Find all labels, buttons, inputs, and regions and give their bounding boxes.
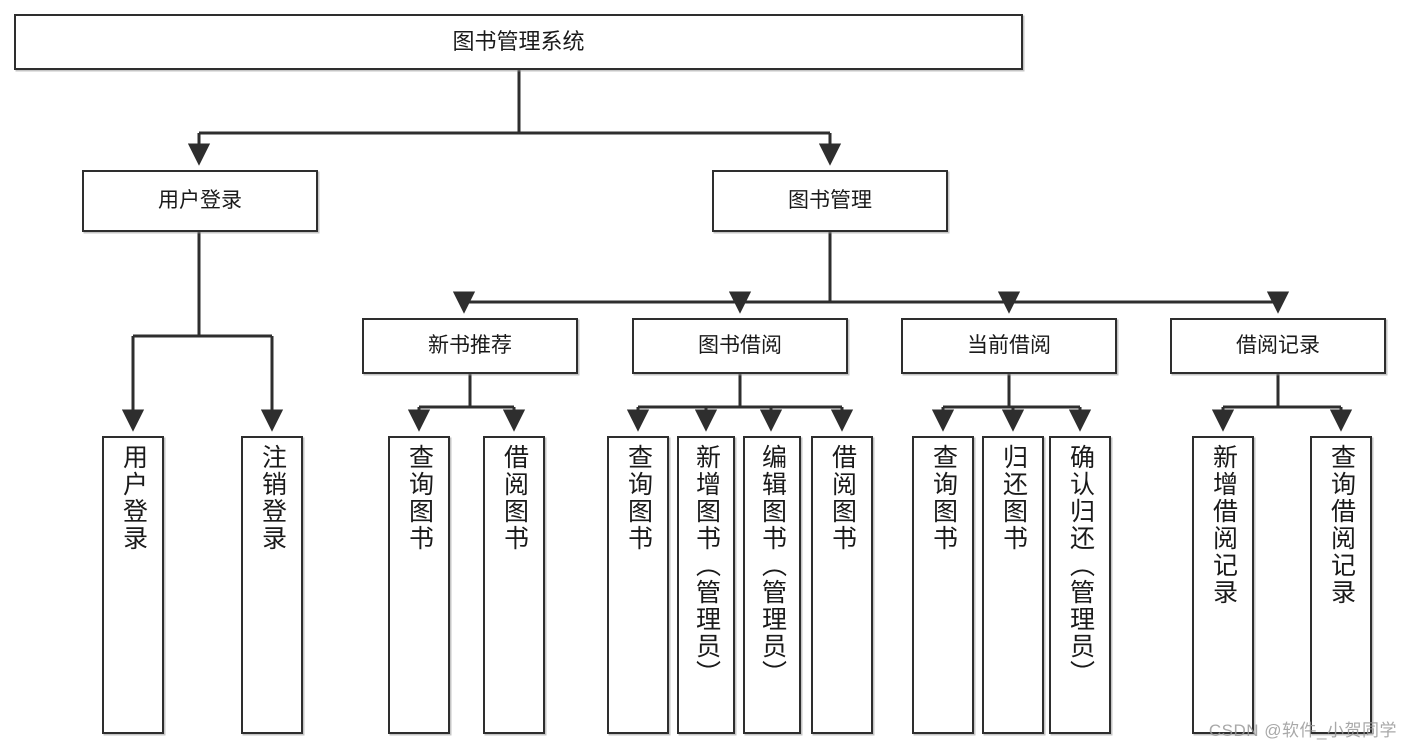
- node-label: 借阅图书: [828, 444, 857, 552]
- node-label: 新书推荐: [428, 333, 512, 357]
- node-label: 归还图书: [999, 444, 1028, 552]
- node-new-book-recommend[interactable]: 新书推荐: [362, 318, 578, 374]
- node-label: 用户登录: [158, 188, 242, 212]
- leaf-user-login-login[interactable]: 用户登录: [102, 436, 164, 734]
- node-label: 当前借阅: [967, 333, 1051, 357]
- node-label: 查询图书: [929, 444, 958, 552]
- leaf-borrow-query-book[interactable]: 查询图书: [607, 436, 669, 734]
- leaf-user-login-logout[interactable]: 注销登录: [241, 436, 303, 734]
- leaf-borrow-edit-book-admin[interactable]: 编辑图书（管理员）: [743, 436, 801, 734]
- node-root-system[interactable]: 图书管理系统: [14, 14, 1023, 70]
- node-label: 查询图书: [624, 444, 653, 552]
- node-borrow-record[interactable]: 借阅记录: [1170, 318, 1386, 374]
- node-book-management[interactable]: 图书管理: [712, 170, 948, 232]
- node-label: 查询借阅记录: [1327, 444, 1356, 606]
- node-label: 图书借阅: [698, 333, 782, 357]
- node-label: 确认归还（管理员）: [1066, 444, 1095, 687]
- node-label: 查询图书: [405, 444, 434, 552]
- node-current-borrow[interactable]: 当前借阅: [901, 318, 1117, 374]
- node-label: 用户登录: [119, 444, 148, 552]
- node-user-login[interactable]: 用户登录: [82, 170, 318, 232]
- node-label: 借阅图书: [500, 444, 529, 552]
- node-book-borrow[interactable]: 图书借阅: [632, 318, 848, 374]
- node-label: 借阅记录: [1236, 333, 1320, 357]
- leaf-borrow-add-book-admin[interactable]: 新增图书（管理员）: [677, 436, 735, 734]
- node-label: 新增图书（管理员）: [692, 444, 721, 687]
- node-label: 编辑图书（管理员）: [758, 444, 787, 687]
- node-label: 注销登录: [258, 444, 287, 552]
- node-label: 图书管理: [788, 188, 872, 212]
- leaf-current-return-book[interactable]: 归还图书: [982, 436, 1044, 734]
- leaf-recommend-borrow-book[interactable]: 借阅图书: [483, 436, 545, 734]
- leaf-recommend-query-book[interactable]: 查询图书: [388, 436, 450, 734]
- leaf-borrow-borrow-book[interactable]: 借阅图书: [811, 436, 873, 734]
- node-label: 图书管理系统: [452, 29, 585, 55]
- node-label: 新增借阅记录: [1209, 444, 1238, 606]
- leaf-record-query-record[interactable]: 查询借阅记录: [1310, 436, 1372, 734]
- leaf-record-add-record[interactable]: 新增借阅记录: [1192, 436, 1254, 734]
- leaf-current-query-book[interactable]: 查询图书: [912, 436, 974, 734]
- leaf-current-confirm-return-admin[interactable]: 确认归还（管理员）: [1049, 436, 1111, 734]
